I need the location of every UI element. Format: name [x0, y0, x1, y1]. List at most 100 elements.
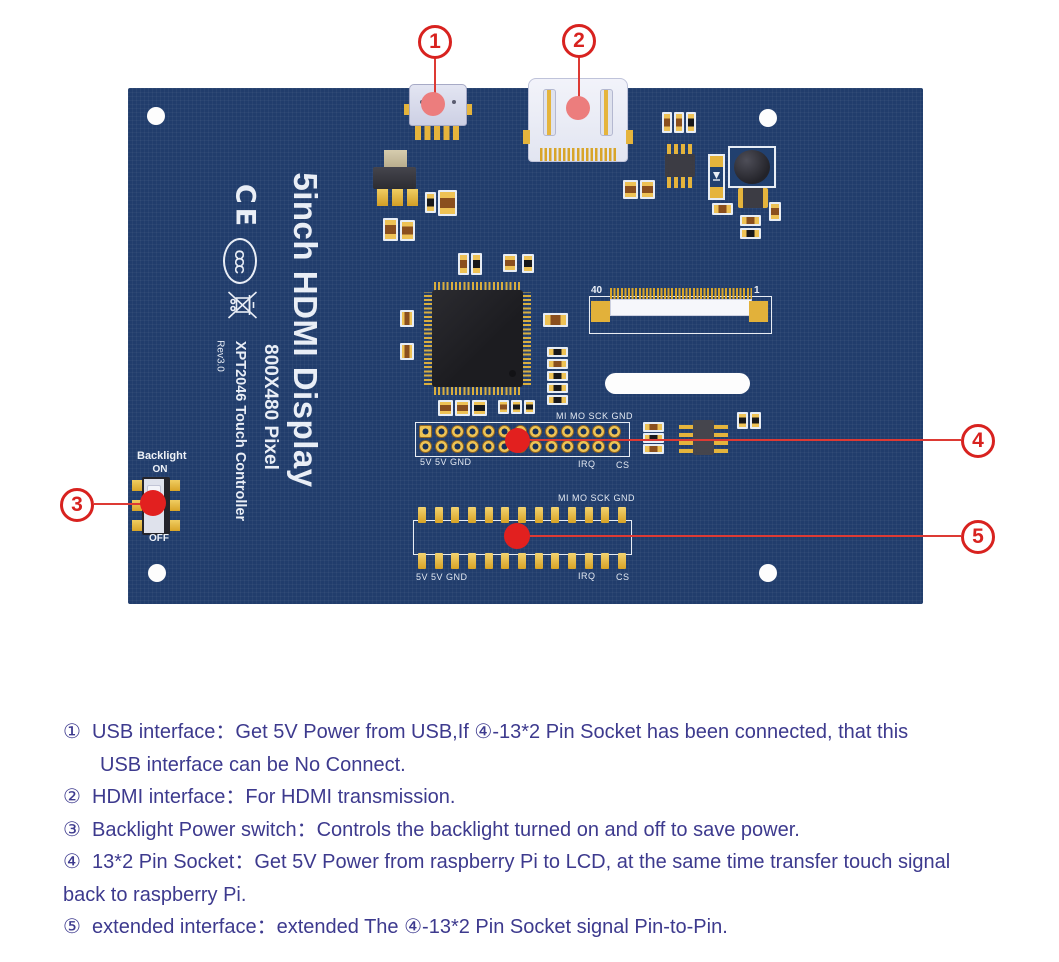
smd-pad	[584, 507, 593, 523]
callout-2-dot	[566, 96, 590, 120]
smd-component	[662, 112, 672, 133]
switch-pad	[132, 500, 142, 511]
smd-pad	[451, 553, 460, 569]
smd-component	[498, 400, 509, 414]
pin-hole-pad	[482, 440, 495, 453]
silkscreen-revision: Rev3.0	[214, 340, 226, 372]
smd-pad	[617, 553, 626, 569]
socket-irq-label: IRQ	[578, 459, 596, 469]
pin-hole-pad	[545, 425, 558, 438]
smd-component	[769, 202, 781, 221]
pin-hole-pad	[450, 425, 464, 438]
socket-top-label: MI MO SCK GND	[555, 411, 633, 421]
smd-component	[643, 433, 664, 443]
pin-hole-pad	[560, 425, 574, 438]
smd-pad	[551, 507, 560, 523]
fpc-cable-slot	[605, 373, 750, 394]
qfp-pins	[434, 386, 521, 395]
smd-pad	[434, 507, 443, 523]
smd-component	[400, 343, 414, 360]
smd-pad	[567, 507, 576, 523]
smd-pad	[501, 553, 510, 569]
smd-component	[511, 400, 522, 414]
smd-pad	[451, 507, 460, 523]
pin-hole-pad	[529, 425, 543, 438]
touch-controller-chip	[693, 420, 714, 455]
diode	[708, 154, 725, 200]
pin-hole-pad	[466, 440, 480, 453]
callout-4-circle: 4	[961, 424, 995, 458]
smd-pad	[467, 507, 476, 523]
fpc-end-pad	[749, 301, 768, 322]
backlight-on-label: ON	[152, 464, 168, 475]
hdmi-shell-slot	[600, 89, 613, 136]
smd-pad	[551, 553, 560, 569]
smd-component	[472, 400, 487, 416]
soic8-pins	[679, 422, 693, 453]
switch-pad	[170, 500, 180, 511]
smd-component	[522, 254, 534, 273]
qfp-body	[432, 290, 523, 387]
regulator-leg	[377, 189, 388, 206]
smd-component	[686, 112, 696, 133]
fpc-pin1-label: 1	[754, 285, 760, 296]
qfp-pins	[424, 292, 433, 385]
silkscreen-title: 5inch HDMI Display	[287, 172, 324, 488]
backlight-off-label: OFF	[149, 533, 169, 544]
ce-mark: CE	[229, 183, 261, 231]
silkscreen-controller: XPT2046 Touch Controller	[232, 340, 248, 522]
switch-pad	[170, 520, 180, 531]
hdmi-solder-tab	[626, 130, 633, 144]
pin-hole-pad	[608, 440, 621, 453]
smd-pad	[617, 507, 626, 523]
smd-component	[740, 228, 761, 239]
fpc-pin40-label: 40	[591, 285, 603, 296]
pin-hole-pad	[482, 425, 495, 438]
description-line-usb-cont: USB interface can be No Connect.	[100, 753, 406, 776]
smd-pad	[467, 553, 476, 569]
smd-component	[425, 192, 436, 213]
smd-pad	[501, 507, 510, 523]
smd-component	[623, 180, 638, 199]
smd-pad	[434, 553, 443, 569]
extended-irq-label: IRQ	[578, 571, 596, 581]
description-line-usb: ① USB interface：Get 5V Power from USB,If…	[63, 721, 909, 743]
fpc-connector-pins	[610, 288, 752, 299]
extended-row-bottom	[418, 553, 626, 569]
socket-cs-label: CS	[616, 460, 630, 470]
callout-3-dot	[140, 490, 166, 516]
soic8-pins	[714, 422, 728, 453]
extended-5v-label: 5V 5V GND	[416, 572, 468, 582]
mounting-hole	[147, 107, 165, 125]
smd-pad	[534, 507, 543, 523]
soic8-pins	[667, 177, 693, 188]
description-line-extended: ⑤ extended interface：extended The ④-13*2…	[63, 916, 728, 938]
callout-3-line	[94, 503, 142, 505]
hdmi-connector-pins	[540, 148, 616, 161]
smd-pad	[517, 553, 526, 569]
silkscreen-resolution: 800X480 Pixel	[260, 344, 281, 470]
smd-pad	[534, 553, 543, 569]
six-pin-ic	[738, 188, 768, 208]
usb-detail-dot	[452, 100, 456, 104]
description-line-backlight: ③ Backlight Power switch：Controls the ba…	[63, 818, 800, 841]
hdmi-shell-slot	[543, 89, 556, 136]
soic8-pins	[667, 144, 693, 154]
smd-component	[503, 254, 517, 272]
pin-hole-pad	[545, 440, 558, 453]
pin-hole-pad	[419, 425, 432, 438]
smd-component	[547, 395, 568, 405]
smd-component	[458, 253, 469, 275]
callout-1-circle: 1	[418, 25, 452, 59]
smd-pad	[601, 507, 610, 523]
callout-5-dot	[504, 523, 530, 549]
smd-component	[400, 220, 415, 241]
smd-pad	[484, 507, 493, 523]
switch-pad	[170, 480, 180, 491]
smd-component	[712, 203, 733, 215]
qfp-pins	[522, 292, 531, 385]
pin-hole-pad	[434, 440, 448, 453]
extended-top-label: MI MO SCK GND	[557, 493, 635, 503]
smd-component	[438, 400, 453, 416]
